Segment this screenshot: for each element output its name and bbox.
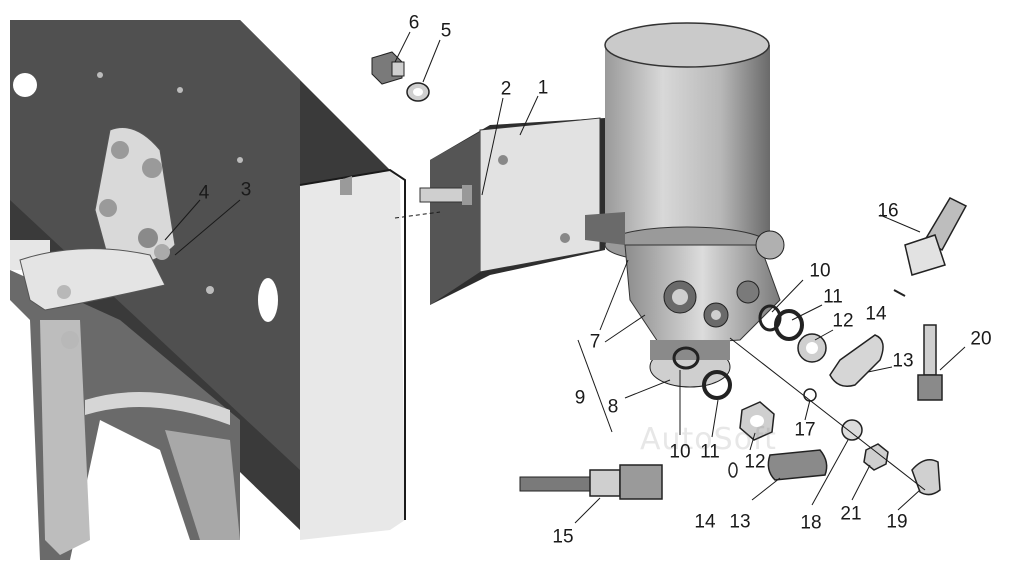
callout-16: 16 bbox=[877, 200, 899, 222]
callout-10-bottom: 10 bbox=[669, 441, 691, 463]
callout-9: 9 bbox=[574, 387, 586, 409]
callout-17: 17 bbox=[794, 419, 816, 441]
valve-body bbox=[624, 230, 785, 388]
callout-13-bottom: 13 bbox=[729, 511, 751, 533]
cast-bracket bbox=[19, 127, 176, 349]
callout-14-bottom: 14 bbox=[694, 511, 716, 533]
callout-12-top: 12 bbox=[832, 310, 854, 332]
threaded-fitting bbox=[519, 464, 663, 500]
callout-10-top: 10 bbox=[809, 260, 831, 282]
callout-11-top: 11 bbox=[823, 286, 843, 308]
callout-7: 7 bbox=[589, 331, 601, 353]
watermark: AutoSoft bbox=[640, 422, 777, 457]
callout-1: 1 bbox=[537, 77, 549, 99]
callout-20: 20 bbox=[970, 328, 992, 350]
callout-19: 19 bbox=[886, 511, 908, 533]
callout-14-top: 14 bbox=[865, 303, 887, 325]
callout-5: 5 bbox=[440, 20, 452, 42]
bolt-and-washer bbox=[371, 51, 430, 102]
mounting-bracket bbox=[419, 117, 605, 305]
callout-11-bottom: 11 bbox=[700, 441, 720, 463]
callout-13-right: 13 bbox=[892, 350, 914, 372]
callout-6: 6 bbox=[408, 12, 420, 34]
tube-and-fittings bbox=[904, 197, 968, 401]
leader-lines bbox=[164, 31, 966, 524]
callout-2: 2 bbox=[500, 78, 512, 100]
callout-18: 18 bbox=[800, 512, 822, 534]
callout-3: 3 bbox=[240, 179, 252, 201]
callout-21: 21 bbox=[840, 503, 862, 525]
dryer-cylinder bbox=[585, 22, 770, 264]
callout-12-bottom: 12 bbox=[744, 451, 766, 473]
callout-15: 15 bbox=[552, 526, 574, 548]
rings-and-fittings bbox=[672, 289, 941, 496]
callout-4: 4 bbox=[198, 182, 210, 204]
callout-8: 8 bbox=[607, 396, 619, 418]
chassis-frame bbox=[10, 20, 406, 540]
